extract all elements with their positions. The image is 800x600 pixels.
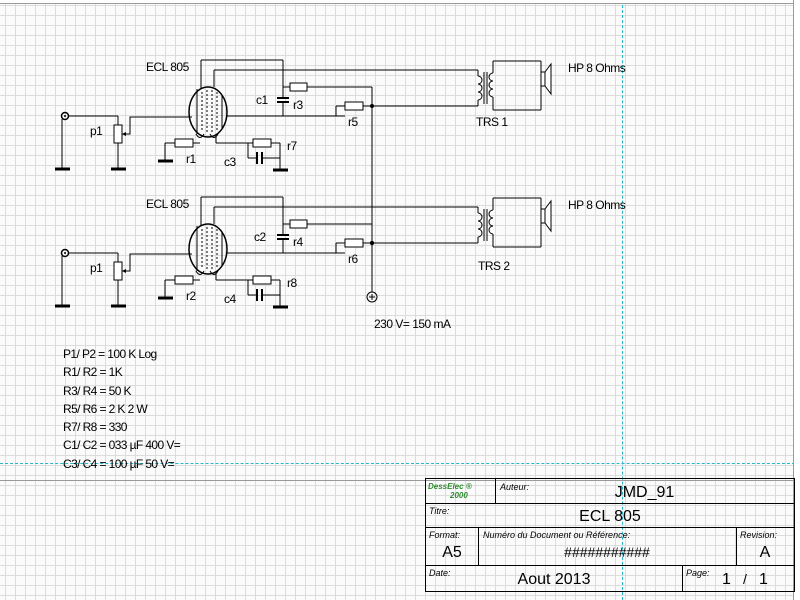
parts-list: P1/ P2 = 100 K Log R1/ R2 = 1K R3/ R4 = … [63,345,181,473]
revision-value[interactable]: A [759,544,771,561]
page-total[interactable]: 1 [759,571,768,588]
r1-label: r1 [186,152,196,166]
tb-row-divider [426,565,794,566]
auteur-caption: Auteur: [500,482,530,492]
tb-col-divider [495,479,496,503]
revision-caption: Revision: [740,530,778,540]
parts-list-item: C1/ C2 = 033 µF 400 V= [63,438,181,453]
amplifier-stage-2[interactable] [53,195,553,309]
speaker-label-2: HP 8 Ohms [568,198,626,212]
dessélec-logo: DessElec ® 2000 [428,482,472,500]
c4-label: c4 [224,292,237,306]
horizontal-guide-line [0,463,800,464]
date-caption: Date: [429,568,451,578]
r8-label: r8 [287,276,297,290]
c2-label: c2 [254,230,267,244]
tube-label-2: ECL 805 [146,197,190,211]
tb-col-divider [736,527,737,565]
parts-list-item: C3/ C4 = 100 µF 50 V= [63,456,175,471]
logo-text-top: DessElec [428,482,464,491]
tb-row-divider [426,503,794,504]
speaker-label-1: HP 8 Ohms [568,61,626,75]
tb-col-divider [682,565,683,591]
trs2-label: TRS 2 [478,259,510,273]
auteur-value[interactable]: JMD_91 [614,484,675,501]
tb-col-divider [478,527,479,565]
parts-list-item: R7/ R8 = 330 [63,420,127,435]
tb-row-divider [426,527,794,528]
format-caption: Format: [429,530,461,540]
r3-label: r3 [293,98,303,112]
supply-terminal[interactable] [366,291,378,303]
supply-label: 230 V= 150 mA [374,317,451,331]
junction-dot [370,241,374,245]
r5-label: r5 [348,115,358,129]
page-number[interactable]: 1 [722,571,731,588]
parts-list-item: R5/ R6 = 2 K 2 W [63,401,148,416]
pot-label-2: p1 [90,261,103,275]
titre-value[interactable]: ECL 805 [579,508,641,525]
r7-label: r7 [287,139,297,153]
titre-caption: Titre: [429,506,450,516]
parts-list-item: R3/ R4 = 50 K [63,383,132,398]
vertical-guide-line [622,0,623,600]
c1-label: c1 [256,93,269,107]
r4-label: r4 [293,235,303,249]
right-edge [793,0,800,600]
sheet-divider-line [0,480,793,481]
doc-value[interactable]: ########### [564,544,650,560]
page-caption: Page: [686,568,710,578]
doc-caption: Numéro du Document ou Référence: [483,530,631,540]
top-edge [0,0,800,4]
r2-label: r2 [186,289,196,303]
parts-list-item: R1/ R2 = 1K [63,365,123,380]
tube-label-1: ECL 805 [146,60,190,74]
title-block[interactable]: DessElec ® 2000 Auteur: JMD_91 Titre: EC… [425,478,795,592]
pot-label-1: p1 [90,124,103,138]
c3-label: c3 [224,155,237,169]
date-value[interactable]: Aout 2013 [517,571,591,588]
trs1-label: TRS 1 [476,115,508,129]
logo-text-bottom: 2000 [450,491,468,500]
parts-list-item: P1/ P2 = 100 K Log [63,347,157,361]
r6-label: r6 [348,252,358,266]
page-separator: / [743,571,747,587]
format-value[interactable]: A5 [442,544,462,561]
